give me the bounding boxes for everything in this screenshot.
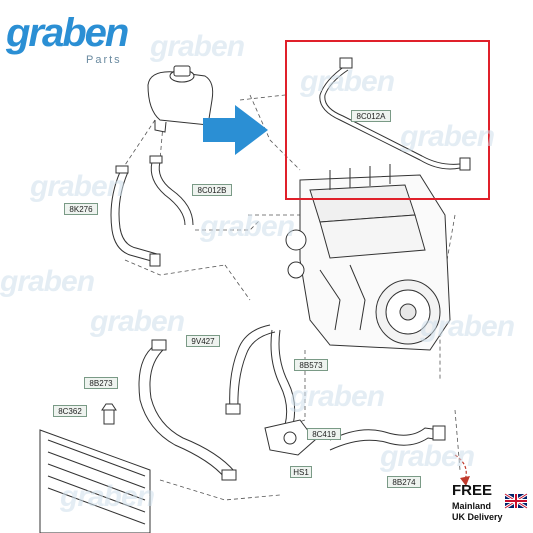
part-label-hs1: HS1 [290, 466, 312, 478]
hose-8c012b-drawing [149, 155, 194, 226]
watermark: graben [90, 305, 185, 338]
watermark: graben [200, 210, 295, 243]
watermark: graben [420, 310, 515, 343]
brand-logo-word: graben [6, 11, 129, 55]
brand-logo-sub: Parts [86, 54, 122, 66]
free-delivery-line1: Mainland [452, 501, 492, 511]
watermark: graben [60, 480, 155, 513]
part-label-8k276: 8K276 [64, 203, 98, 215]
part-label-8c012a: 8C012A [351, 110, 391, 122]
hose-8k276-drawing [110, 165, 161, 267]
free-delivery-line2: UK Delivery [452, 512, 503, 522]
sensor-8c362-drawing [101, 403, 117, 425]
watermark: graben [150, 30, 245, 63]
watermark: graben [400, 120, 495, 153]
brand-logo: graben Parts [6, 8, 129, 88]
engine-drawing [285, 164, 451, 351]
part-label-8b274: 8B274 [387, 476, 421, 488]
part-label-8c419: 8C419 [307, 428, 341, 440]
watermark: graben [380, 440, 475, 473]
pipe-8c012a-drawing [319, 57, 471, 171]
watermark: graben [0, 265, 95, 298]
free-delivery-badge: FREE Mainland UK Delivery [452, 482, 528, 528]
part-label-8c012b: 8C012B [192, 184, 232, 196]
watermark: graben [290, 380, 385, 413]
expansion-tank-drawing [147, 65, 214, 133]
uk-flag-icon [504, 492, 528, 510]
radiator-drawing [39, 429, 151, 533]
hose-9v427-drawing [225, 324, 276, 415]
free-delivery-title: FREE [452, 482, 493, 499]
hose-8b573-drawing [270, 329, 296, 426]
highlight-box [285, 40, 490, 200]
part-label-8b573: 8B573 [294, 359, 328, 371]
red-arrowhead-icon [460, 476, 470, 486]
arrow-icon [203, 105, 268, 155]
hose-8b274-drawing [329, 425, 446, 451]
part-label-8b273: 8B273 [84, 377, 118, 389]
part-label-8c362: 8C362 [53, 405, 87, 417]
part-label-9v427: 9V427 [186, 335, 220, 347]
housing-8c419-drawing [264, 419, 316, 456]
hose-8b273-drawing [138, 339, 237, 481]
watermark: graben [300, 65, 395, 98]
watermark: graben [30, 170, 125, 203]
